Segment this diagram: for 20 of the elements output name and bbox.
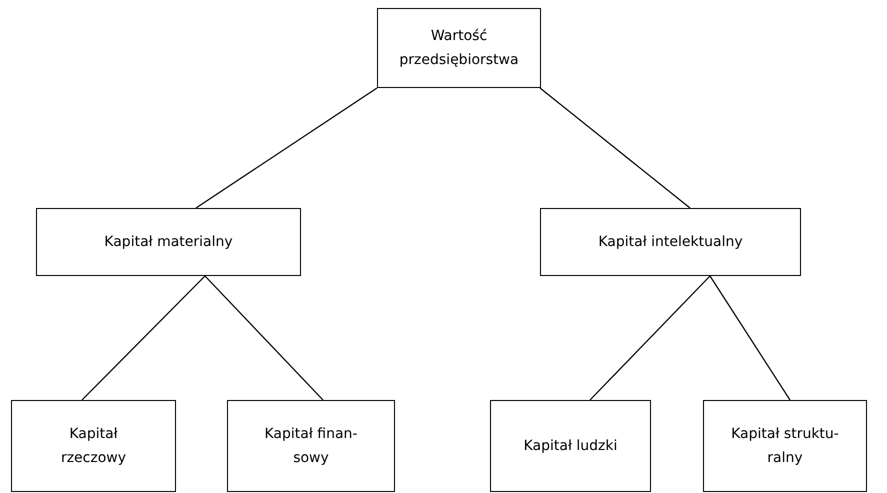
box bbox=[490, 400, 651, 492]
box bbox=[540, 208, 801, 276]
box bbox=[703, 400, 867, 492]
node-label: Wartość przedsiębiorstwa bbox=[398, 27, 520, 70]
connector-line bbox=[540, 88, 690, 208]
node-label: Kapitał intelektualny bbox=[598, 233, 743, 252]
connector-line bbox=[82, 276, 206, 400]
box bbox=[377, 8, 541, 88]
node-label: Kapitał struktu- ralny bbox=[730, 425, 840, 468]
connector-line bbox=[204, 276, 324, 400]
connector-line bbox=[196, 88, 378, 208]
connector-line bbox=[710, 276, 790, 400]
connector-line bbox=[590, 276, 710, 400]
node-label: Kapitał materialny bbox=[104, 233, 233, 252]
node-label: Kapitał rzeczowy bbox=[60, 425, 128, 468]
node-label: Kapitał ludzki bbox=[524, 437, 618, 456]
box bbox=[11, 400, 176, 492]
node-label: Kapitał finan- sowy bbox=[264, 425, 358, 468]
box bbox=[227, 400, 395, 492]
box bbox=[36, 208, 301, 276]
